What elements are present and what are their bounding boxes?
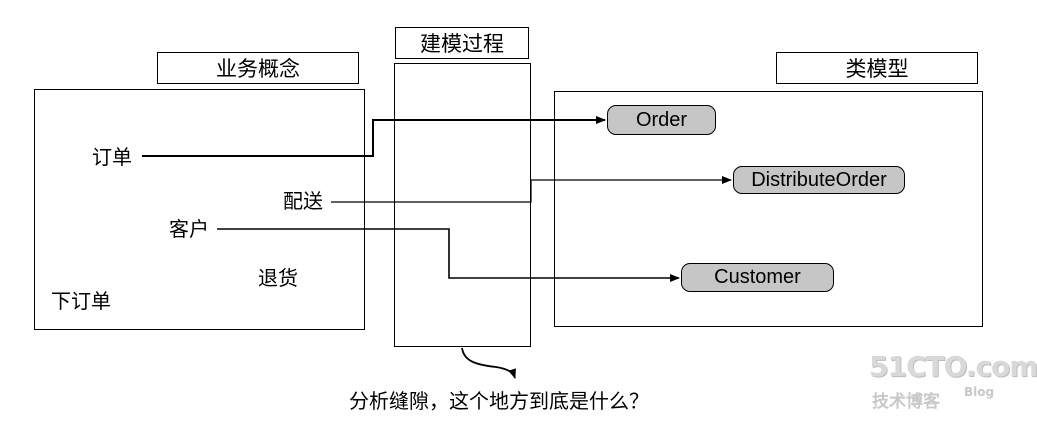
class-model-header-label: 类模型 <box>845 57 909 81</box>
watermark-site: 51CTO.com <box>869 350 1037 383</box>
concept-customer: 客户 <box>169 217 209 241</box>
business-concepts-header-label: 业务概念 <box>216 57 300 81</box>
watermark-tagline: 技术博客 <box>872 392 940 412</box>
class-distribute-order-label: DistributeOrder <box>751 168 887 191</box>
modeling-process-header-label: 建模过程 <box>420 32 504 56</box>
gap-pointer-arrow <box>461 347 516 379</box>
modeling-process-header: 建模过程 <box>395 27 529 59</box>
concept-order: 订单 <box>92 145 132 169</box>
class-order-label: Order <box>635 108 688 131</box>
concept-return: 退货 <box>258 266 298 290</box>
class-customer: Customer <box>681 263 834 292</box>
modeling-process-panel <box>394 63 531 347</box>
class-distribute-order: DistributeOrder <box>733 166 905 194</box>
concept-place-order: 下订单 <box>51 289 111 313</box>
class-order: Order <box>607 105 716 135</box>
class-model-header: 类模型 <box>776 52 978 84</box>
watermark-blog: Blog <box>964 385 995 399</box>
business-concepts-header: 业务概念 <box>157 52 359 84</box>
class-customer-label: Customer <box>714 266 801 288</box>
concept-distribution: 配送 <box>283 189 323 213</box>
gap-question-text: 分析缝隙，这个地方到底是什么？ <box>349 389 649 413</box>
